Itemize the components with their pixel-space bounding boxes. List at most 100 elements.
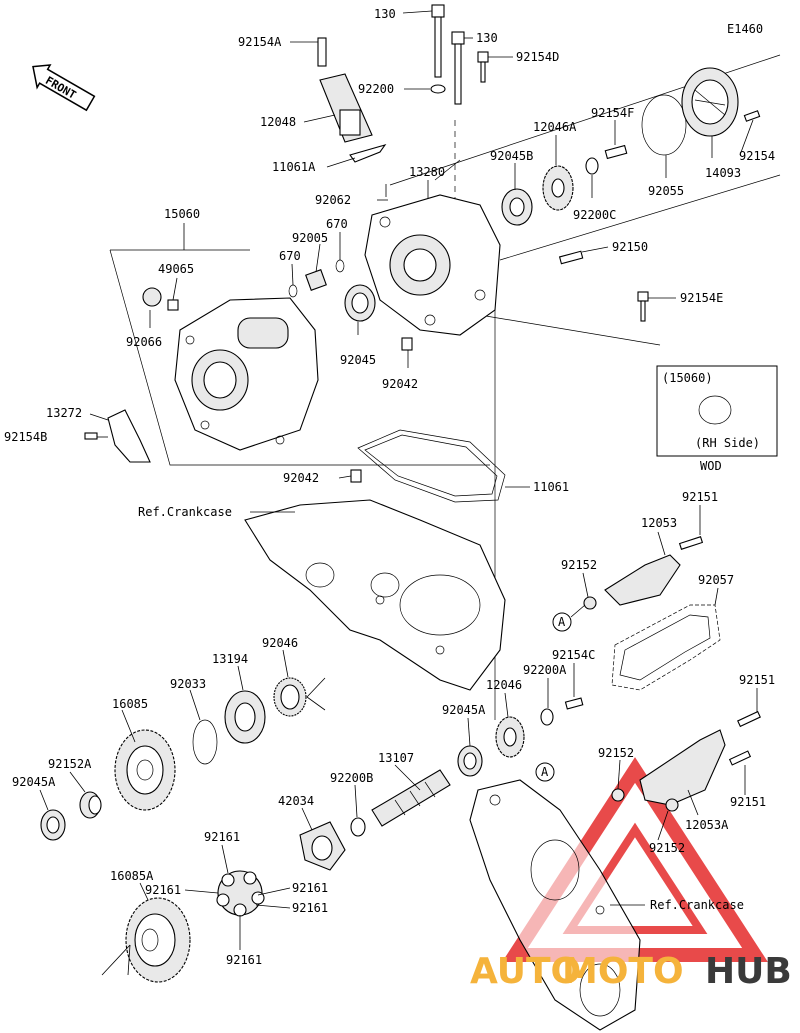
watermark-auto: AUTO [470,951,581,992]
label-13194: 13194 [212,652,248,666]
bearing-92045A-left [40,809,66,841]
part-92005 [288,259,345,298]
callout-a-lower: A [535,762,555,782]
gear-12046A [542,165,574,211]
label-92046: 92046 [262,636,298,650]
collar-92152A [79,791,102,819]
label-92161-a: 92161 [204,830,240,844]
label-92152-a: 92152 [561,558,597,572]
label-92066: 92066 [126,335,162,349]
label-130-a: 130 [374,7,396,21]
circlip-92033 [192,719,218,765]
needle-bearing-92046 [273,677,307,717]
bolt-92151-b [737,710,761,728]
label-92045B: 92045B [490,149,533,163]
part-labels: 130 130 92154A 92154D 92200 12048 11061A… [4,7,775,967]
label-92033: 92033 [170,677,206,691]
label-92045: 92045 [340,353,376,367]
chain-92057 [611,604,721,691]
bolt-92154E [637,291,649,322]
label-92161-e: 92161 [226,953,262,967]
bolt-92154B [84,432,98,440]
bolt-92154F [604,144,628,160]
oring-92055 [641,94,687,156]
label-13280: 13280 [409,165,445,179]
label-ref-crankcase-2: Ref.Crankcase [650,898,744,912]
bracket-13272 [107,409,151,463]
label-92152-b: 92152 [598,746,634,760]
label-92045A: 92045A [442,703,486,717]
bolt-92151-a [678,536,704,550]
part-42034 [299,821,346,871]
label-92150: 92150 [612,240,648,254]
front-arrow-icon: FRONT [32,64,96,112]
label-14093: 14093 [705,166,741,180]
label-16085: 16085 [112,697,148,711]
bolt-92154 [743,110,761,122]
label-92154E: 92154E [680,291,723,305]
label-130-b: 130 [476,31,498,45]
washer-92200B [350,817,366,837]
label-12048: 12048 [260,115,296,129]
bearing-92045B [501,188,533,226]
label-92042-b: 92042 [283,471,319,485]
label-13107: 13107 [378,751,414,765]
bolt-92151-c [728,750,752,766]
wod-side: (RH Side) [695,436,760,450]
part-49065 [167,299,179,311]
rollers-92161 [216,870,265,917]
label-92062: 92062 [315,193,351,207]
gear-16085A [125,897,191,983]
bolt-130-a [431,4,445,78]
crankcase-upper [244,499,506,691]
crankcase-lower [469,779,641,1031]
gear-12046 [495,716,525,758]
label-92154F: 92154F [591,106,634,120]
label-12046A: 12046A [533,120,577,134]
bolt-130-b [451,31,465,105]
wod-ref: (15060) [662,371,713,385]
cover-14093 [681,67,739,137]
washer-92200C [585,157,599,175]
diagram-code: E1460 [727,22,763,36]
collar-92152-b [611,788,625,802]
label-12046: 12046 [486,678,522,692]
gear-16085 [114,729,176,811]
water-pump-15060 [174,297,319,451]
bolt-92154D [477,51,489,83]
watermark-hub: HUB [705,951,792,992]
dowel-92042-a [401,337,413,351]
guide-12053 [604,554,681,606]
label-92200A: 92200A [523,663,567,677]
label-42034: 42034 [278,794,314,808]
label-92200C: 92200C [573,208,616,222]
label-13272: 13272 [46,406,82,420]
label-92042-a: 92042 [382,377,418,391]
watermark-logo: AUTO MOTO HUB [470,951,792,992]
label-92154A: 92154A [238,35,282,49]
collar-92152-c [665,798,679,812]
label-92151-c: 92151 [730,795,766,809]
label-92055: 92055 [648,184,684,198]
shaft-13107 [371,769,451,827]
label-ref-crankcase-1: Ref.Crankcase [138,505,232,519]
svg-text:A: A [541,765,549,779]
bearing-92045A-right [457,745,483,777]
bearing-92045 [344,284,376,322]
part-12048 [317,37,387,163]
guide-12053A [639,729,726,806]
label-12053A: 12053A [685,818,729,832]
label-92151-a: 92151 [682,490,718,504]
label-92151-b: 92151 [739,673,775,687]
plug-92066 [142,287,162,307]
cover-13280 [364,194,501,336]
washer-92200 [430,84,446,94]
gasket-11061 [357,429,506,503]
label-92161-b: 92161 [145,883,181,897]
label-92154C: 92154C [552,648,595,662]
label-16085A: 16085A [110,869,154,883]
label-92200: 92200 [358,82,394,96]
watermark-moto: MOTO [562,951,684,992]
